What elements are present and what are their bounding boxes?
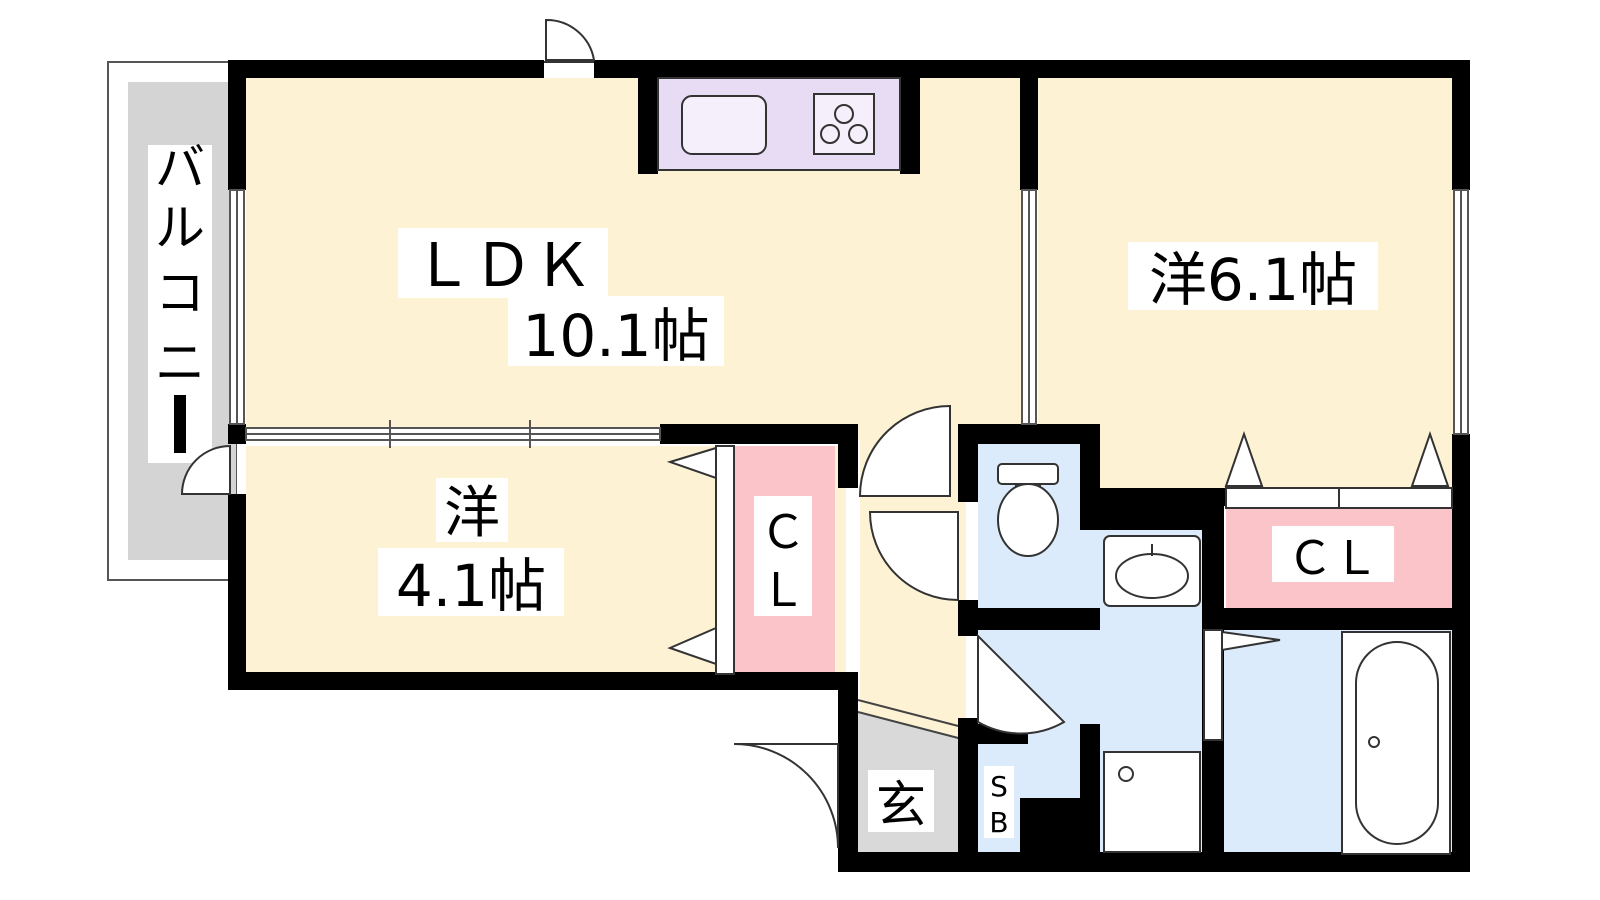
closet-1-label: Ｃ Ｌ <box>754 496 812 617</box>
svg-text:S: S <box>990 770 1008 803</box>
svg-text:コ: コ <box>155 264 205 322</box>
entrance-label: 玄 <box>868 770 934 834</box>
svg-text:洋6.1帖: 洋6.1帖 <box>1149 246 1357 314</box>
svg-text:ＬＤＫ: ＬＤＫ <box>413 231 593 301</box>
svg-text:ル: ル <box>155 199 205 257</box>
closet-2-label: ＣＬ <box>1272 526 1394 585</box>
windows <box>229 189 1469 448</box>
bathtub <box>1341 631 1451 855</box>
svg-text:B: B <box>989 806 1008 839</box>
svg-text:玄: 玄 <box>876 776 926 834</box>
svg-text:10.1帖: 10.1帖 <box>522 302 709 370</box>
svg-text:Ｌ: Ｌ <box>760 563 806 617</box>
washbasin <box>1103 535 1201 607</box>
svg-text:4.1帖: 4.1帖 <box>396 552 546 620</box>
western-room-1-label: 洋6.1帖 <box>1128 242 1378 314</box>
svg-text:ニ: ニ <box>155 334 205 392</box>
western-room-2-label: 洋 4.1帖 <box>378 478 564 620</box>
ldk-label: ＬＤＫ 10.1帖 <box>398 228 724 370</box>
svg-text:洋: 洋 <box>444 481 500 546</box>
balcony-label: バ ル コ ニ <box>148 139 212 463</box>
svg-text:Ｃ: Ｃ <box>760 505 806 559</box>
closet-doors <box>666 430 1453 741</box>
doors <box>180 18 1066 849</box>
washer-pan <box>1103 751 1201 853</box>
toilet-fixture <box>997 463 1059 557</box>
kitchen-counter <box>657 77 901 171</box>
svg-text:ＣＬ: ＣＬ <box>1287 531 1379 585</box>
svg-text:バ: バ <box>155 139 205 197</box>
shoe-box-label: S B <box>984 766 1014 839</box>
